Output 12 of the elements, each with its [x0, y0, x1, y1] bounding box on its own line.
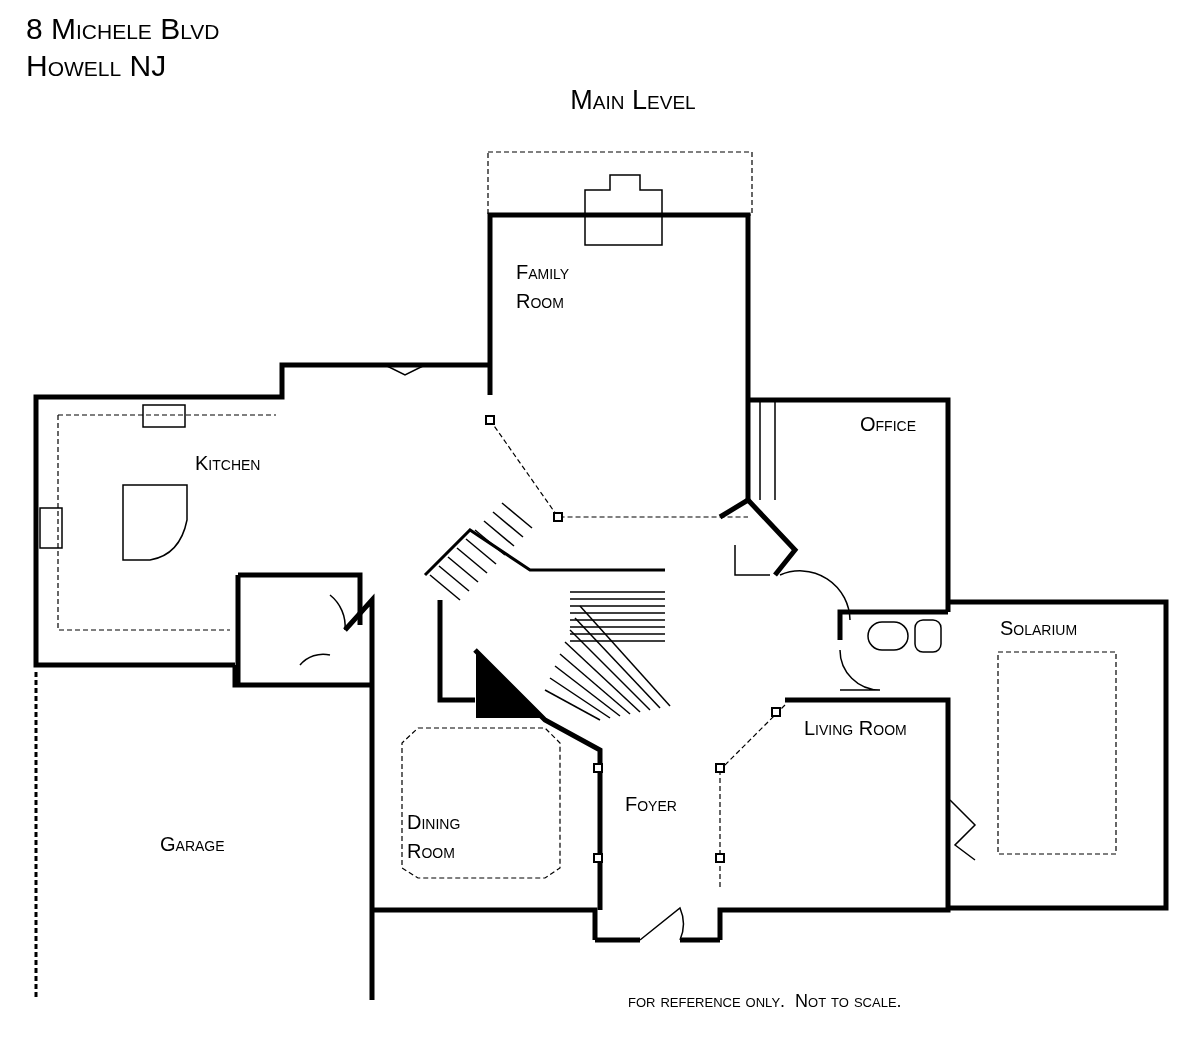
- room-name: Family Room: [516, 258, 596, 316]
- caption: for reference only. Not to scale.: [628, 990, 902, 1013]
- room-name: Foyer: [625, 790, 695, 819]
- room-name: Garage: [160, 830, 250, 859]
- address-text: Howell NJ: [26, 48, 168, 84]
- room-name: Dining Room: [407, 808, 487, 866]
- room-name: Kitchen: [195, 449, 285, 478]
- room-name: Solarium: [1000, 614, 1110, 643]
- room-name: Living Room: [804, 714, 944, 743]
- room-name: Office: [860, 410, 940, 439]
- address-text: 8 Michele Blvd: [26, 11, 220, 47]
- title: Main Level: [569, 84, 697, 117]
